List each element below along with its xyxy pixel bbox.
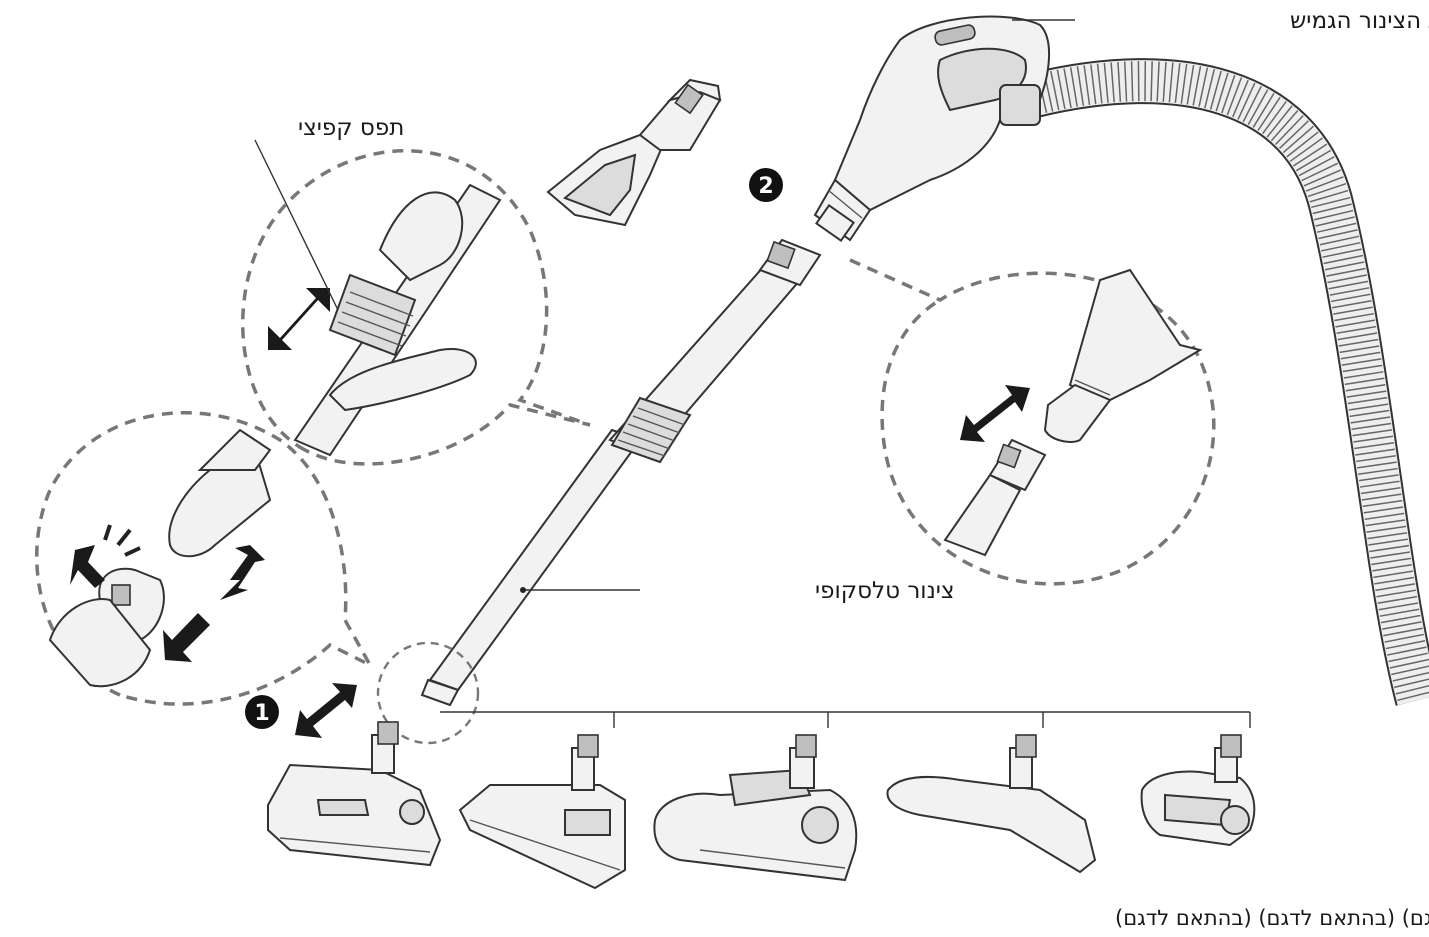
detail-callout-nozzle-release: [35, 411, 375, 706]
step-1-number: 1: [254, 701, 269, 726]
clip-label: תפס קפיצי: [298, 115, 404, 141]
floor-nozzle-1: [267, 721, 442, 867]
upholstery-nozzle: [546, 78, 722, 227]
telescopic-pipe-label: צינור טלסקופי: [815, 578, 955, 604]
step-1-arrow: [295, 683, 357, 738]
step-1-marker: 1: [245, 695, 279, 729]
nozzle-caption: (בהתאם לדגם) (בהתאם לדגם)(בהתאם לדגם) (ב…: [1115, 906, 1429, 930]
hose-handle: [813, 15, 1051, 243]
floor-nozzle-2: [458, 734, 626, 890]
detail-callout-hose-connection: [849, 258, 1216, 586]
clip-leader-line: [254, 139, 339, 311]
hose-handle-callout: ידית הצינור הגמיש: [1012, 8, 1429, 34]
detail-callout-clip: [241, 149, 591, 466]
hose-handle-label: ידית הצינור הגמיש: [1290, 8, 1429, 34]
step-2-marker: 2: [749, 168, 783, 202]
flexible-hose: [1029, 58, 1429, 706]
floor-nozzle-5: [1140, 734, 1256, 847]
telescopic-pipe: [420, 238, 822, 707]
detail-callout-small-ring: [376, 641, 480, 745]
step-2-number: 2: [758, 174, 773, 199]
floor-nozzle-4: [886, 734, 1097, 874]
nozzle-bracket: [440, 711, 1251, 728]
floor-nozzle-3: [653, 734, 858, 882]
